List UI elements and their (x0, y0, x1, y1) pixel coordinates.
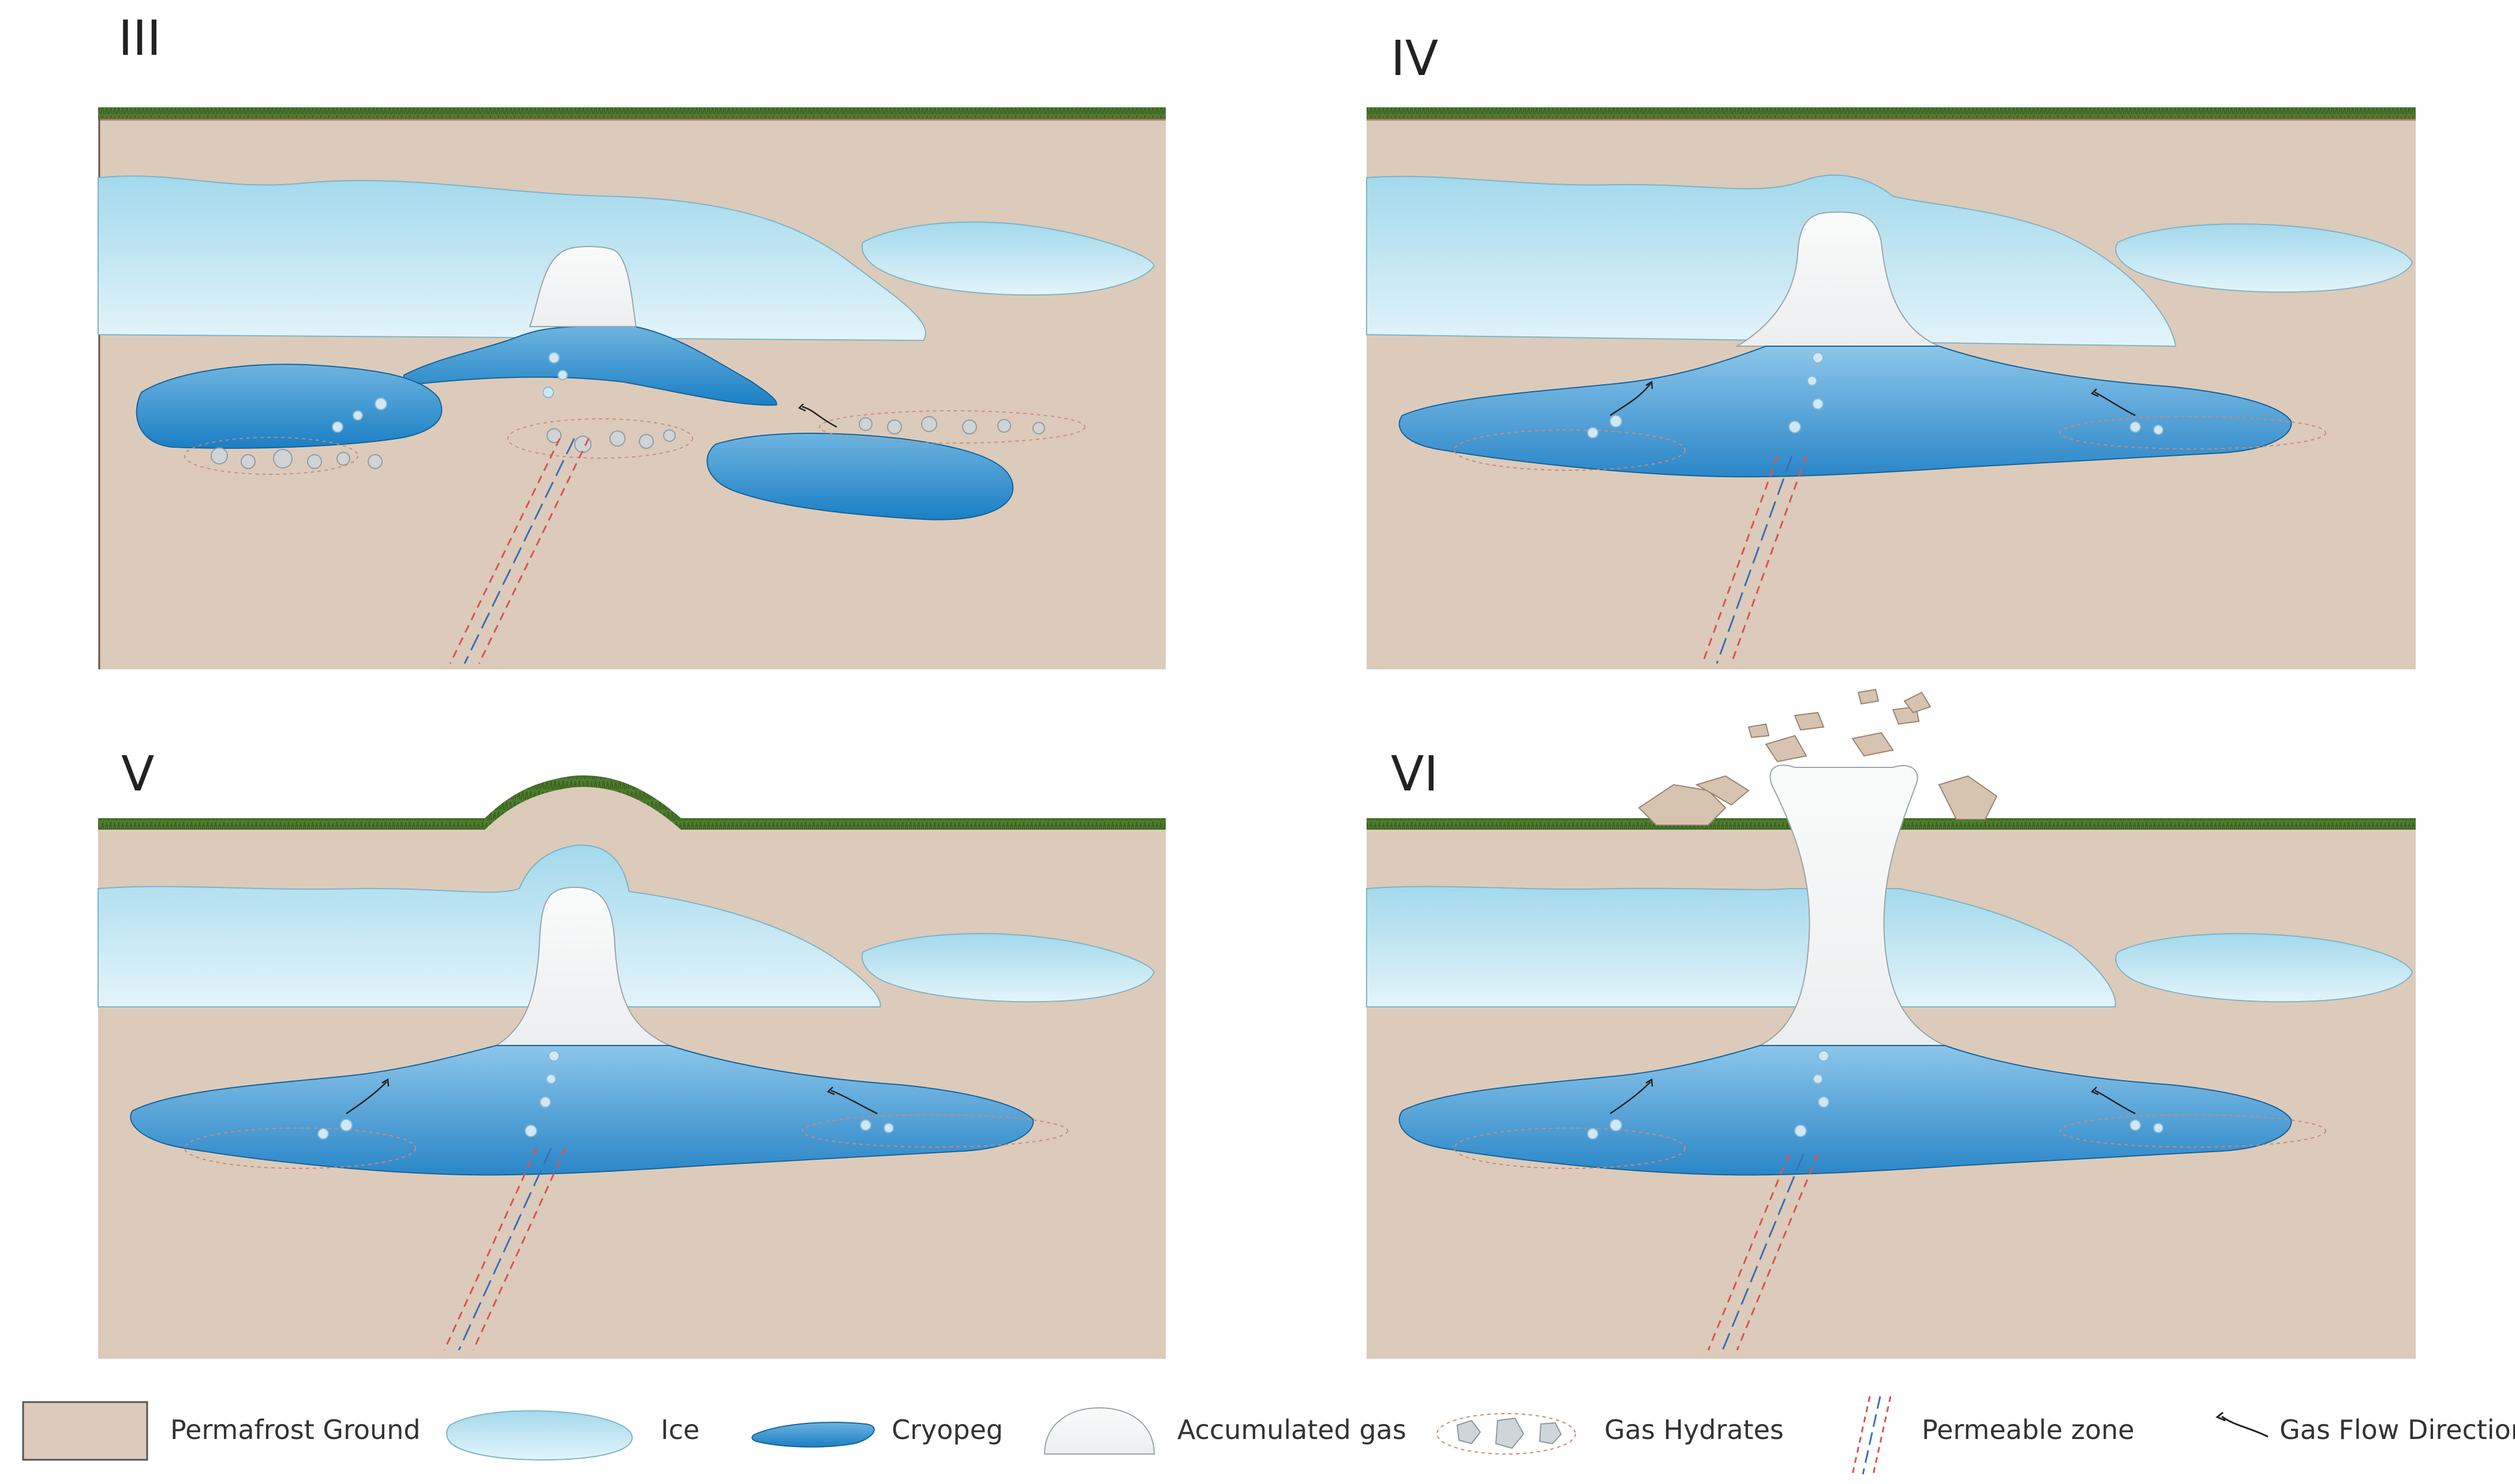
permeable-zone-swatch (1851, 1396, 1892, 1475)
cryopeg (1398, 346, 2292, 478)
legend-item-cryopeg: Cryopeg (751, 1414, 1003, 1448)
gas-hydrates (1454, 416, 2326, 471)
accumulated-gas (1735, 211, 1940, 347)
legend-label-gas-hydrates: Gas Hydrates (1604, 1414, 1784, 1445)
legend-label-accumulated-gas: Accumulated gas (1177, 1414, 1406, 1445)
gas-flow-arrows (1610, 380, 2136, 417)
panel-label-v: V (121, 745, 154, 802)
ice-lens (861, 933, 1155, 1003)
permeable-zone (1707, 1153, 1819, 1351)
ice-swatch (446, 1410, 633, 1461)
gas-vent (1760, 765, 1945, 1046)
ejected-debris (1638, 688, 1998, 826)
ice-body (1366, 174, 2177, 347)
permeable-zone (449, 438, 590, 664)
legend-label-permafrost: Permafrost Ground (170, 1414, 421, 1445)
gas-flow-arrows (798, 403, 837, 428)
cryopeg-swatch (751, 1422, 875, 1448)
legend-label-ice: Ice (661, 1414, 699, 1445)
permeable-zone (1701, 455, 1807, 664)
ground-surface (98, 775, 1166, 830)
ground-surface (98, 107, 1166, 119)
cryopeg (130, 1045, 1034, 1176)
panel-label-iii: III (118, 10, 161, 66)
panel-vi: VI (1366, 688, 2416, 1359)
accumulated-gas (529, 246, 637, 327)
gas-bubbles (317, 1050, 894, 1140)
permeable-zone (443, 1148, 567, 1351)
panel-label-vi: VI (1391, 745, 1438, 802)
legend-item-gas-flow-direction: Gas Flow Direction (2215, 1411, 2515, 1445)
accumulated-gas-swatch (1043, 1407, 1155, 1455)
gas-hydrates (184, 410, 1086, 475)
legend-label-permeable-zone: Permeable zone (1922, 1414, 2134, 1445)
legend-item-gas-hydrates: Gas Hydrates (1436, 1413, 1784, 1455)
gas-bubbles (1587, 352, 2164, 439)
gas-hydrates-swatch (1436, 1413, 1576, 1455)
legend-item-permeable-zone: Permeable zone (1851, 1396, 2134, 1475)
gas-flow-arrows (1610, 1078, 2136, 1115)
ice-lens (2115, 933, 2413, 1003)
panel-v: V (98, 745, 1166, 1359)
panel-iv: IV (1366, 30, 2416, 669)
legend: Permafrost Ground Ice Cryopeg Accumulate… (22, 1396, 2515, 1475)
panel-iii: III (98, 10, 1166, 669)
gas-hydrates (184, 1114, 1068, 1169)
cryopeg-left (136, 363, 443, 449)
permafrost-swatch (22, 1401, 148, 1461)
ground-surface (1367, 107, 2416, 119)
ice-lens (2115, 223, 2413, 293)
cryopeg (1398, 1045, 2292, 1176)
ice-lens (861, 221, 1155, 296)
gas-hydrates (1454, 1114, 2326, 1169)
ice-body (98, 175, 926, 342)
legend-label-cryopeg: Cryopeg (892, 1414, 1003, 1445)
legend-item-accumulated-gas: Accumulated gas (1043, 1407, 1406, 1455)
cryopeg-center (403, 326, 777, 406)
cryopeg-right (706, 433, 1014, 520)
legend-item-permafrost: Permafrost Ground (22, 1401, 421, 1461)
ice-body (98, 844, 881, 1007)
panel-label-iv: IV (1391, 30, 1438, 87)
legend-label-gas-flow-direction: Gas Flow Direction (2280, 1414, 2515, 1445)
legend-item-ice: Ice (446, 1410, 699, 1461)
accumulated-gas (494, 886, 670, 1046)
gas-bubbles (1587, 1050, 2164, 1140)
gas-flow-direction-swatch (2215, 1411, 2269, 1438)
gas-bubbles (332, 352, 568, 433)
ice-body (1366, 886, 2116, 1007)
gas-flow-arrows (346, 1078, 878, 1115)
